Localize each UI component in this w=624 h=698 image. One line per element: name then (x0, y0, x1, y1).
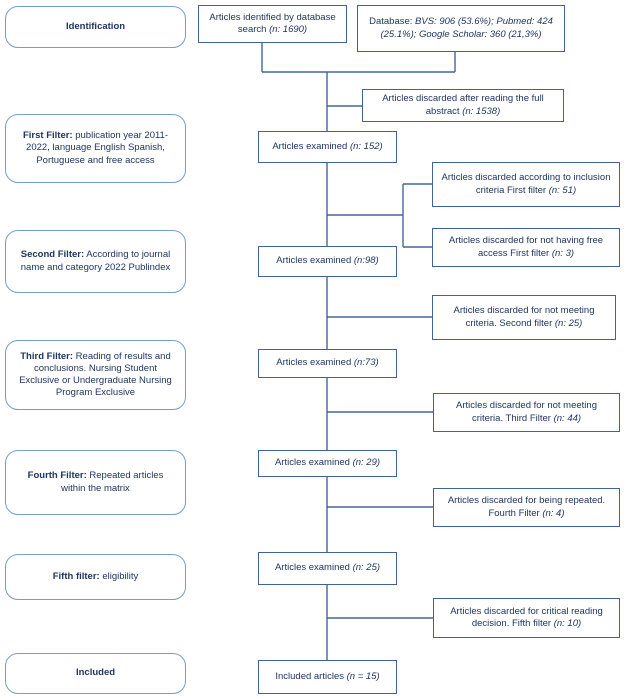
stage-box-included: Included (5, 653, 186, 694)
discard-box-abstract: Articles discarded after reading the ful… (362, 89, 564, 122)
discard-box-second-filter: Articles discarded for not meeting crite… (432, 295, 616, 340)
discard-box-fifth-filter: Articles discarded for critical reading … (433, 598, 620, 638)
flow-box-examined-152: Articles examined (n: 152) (258, 131, 397, 163)
flow-box-examined-98: Articles examined (n:98) (258, 246, 397, 277)
flow-box-examined-29: Articles examined (n: 29) (258, 450, 397, 477)
stage-box-first-filter: First Filter: publication year 2011-2022… (5, 114, 186, 183)
flow-box-included-articles: Included articles (n = 15) (258, 660, 397, 694)
stage-box-third-filter: Third Filter: Reading of results and con… (5, 340, 186, 410)
stage-box-fifth-filter: Fifth filter: eligibility (5, 554, 186, 600)
discard-box-third-filter: Articles discarded for not meeting crite… (433, 393, 620, 432)
stage-box-identification: Identification (5, 6, 186, 48)
discard-box-inclusion-criteria: Articles discarded according to inclusio… (432, 162, 620, 207)
stage-box-second-filter: Second Filter: According to journal name… (5, 230, 186, 293)
flow-box-examined-73: Articles examined (n:73) (258, 349, 397, 378)
database-summary-box: Database: BVS: 906 (53.6%); Pubmed: 424 … (357, 5, 565, 52)
discard-box-fourth-filter: Articles discarded for being repeated. F… (433, 488, 620, 527)
stage-box-fourth-filter: Fourth Filter: Repeated articles within … (5, 450, 186, 515)
flow-box-examined-25: Articles examined (n: 25) (258, 552, 397, 585)
discard-box-free-access: Articles discarded for not having free a… (432, 228, 620, 267)
flow-box-identified: Articles identified by database search (… (198, 5, 347, 43)
